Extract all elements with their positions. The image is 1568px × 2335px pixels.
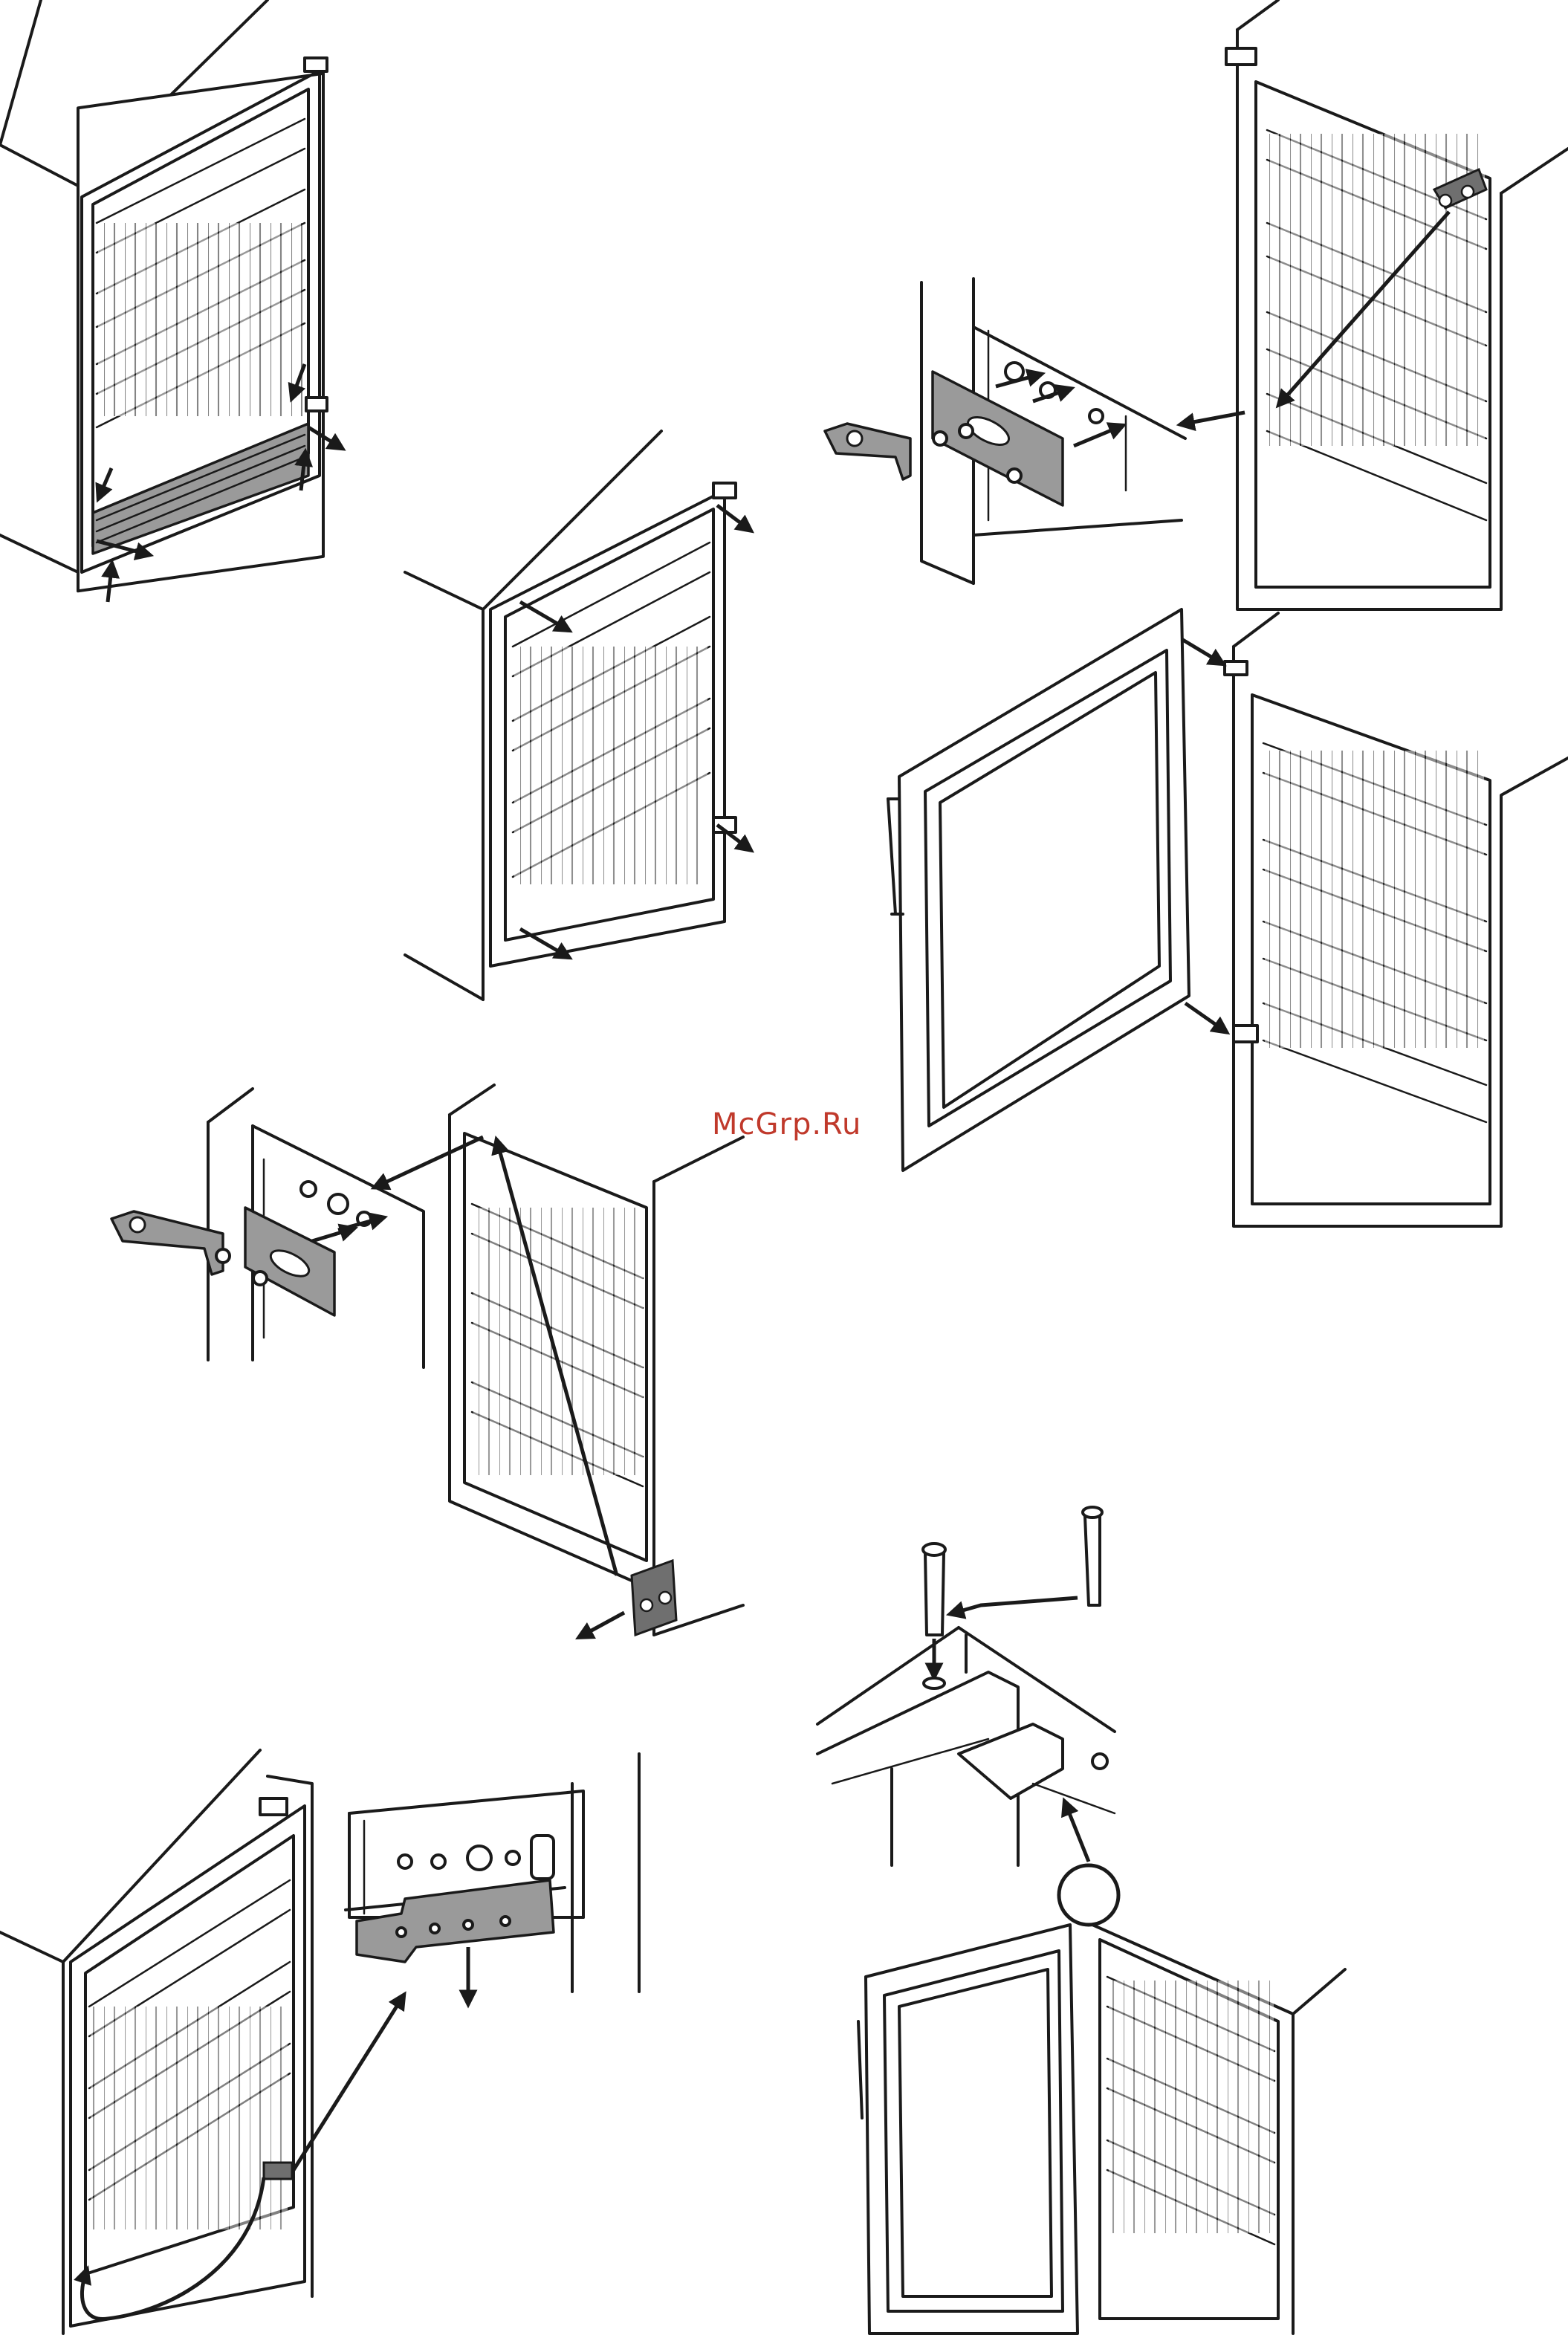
figure-remove-plinth: [0, 0, 338, 602]
figure-refit-hinge-left: [111, 1089, 483, 1367]
figure-move-bottom-bracket: [0, 1750, 639, 2334]
figure-remove-door-frame: [405, 431, 747, 1000]
figure-unscrew-top-hinge: [1185, 0, 1568, 609]
figure-hinge-detail-top: [825, 279, 1185, 583]
figure-fit-pin-and-hang-door: [817, 1507, 1345, 2334]
watermark-text: McGrp.Ru: [712, 1107, 861, 1141]
figure-move-hinge-to-left: [450, 1085, 743, 1635]
figure-unmount-door: [888, 609, 1568, 1226]
